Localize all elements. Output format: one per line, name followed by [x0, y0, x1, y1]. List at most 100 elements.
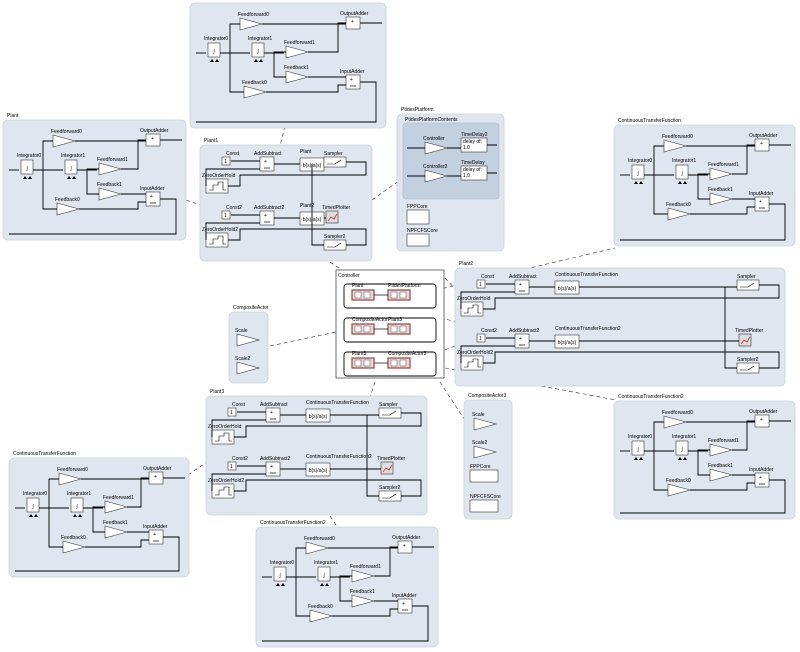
integral-icon: ∫ [322, 573, 325, 579]
zero-order-hold-block[interactable] [211, 429, 235, 445]
panel-continuoustransferfunction2[interactable]: ContinuousTransferFunction2Feedforward0∫… [255, 520, 439, 648]
integrator-block[interactable] [631, 164, 645, 180]
transfer-function-block[interactable] [305, 462, 331, 477]
transfer-function-block[interactable] [554, 280, 580, 295]
adder-block[interactable] [145, 191, 161, 207]
timed-plotter-block[interactable] [738, 333, 752, 347]
zero-order-hold-block[interactable] [205, 232, 229, 248]
adder-block[interactable] [265, 407, 281, 423]
const-block[interactable] [227, 407, 237, 417]
adder-block[interactable] [754, 472, 770, 488]
panel-plant2[interactable]: Plant2Feedforward0∫Integrator0∫Integrato… [189, 0, 387, 129]
plus-sign: + [759, 199, 762, 205]
fppcore-block[interactable] [469, 469, 499, 483]
const-block[interactable] [476, 279, 486, 289]
adder-block[interactable] [754, 196, 770, 212]
transfer-function-block[interactable] [554, 334, 580, 349]
integrator-block[interactable] [675, 440, 689, 456]
gain-label: Feedback1 [97, 182, 122, 188]
adder-block[interactable] [148, 529, 164, 545]
panel-title: Plant1 [204, 138, 218, 144]
panel-continuoustransferfunction2[interactable]: ContinuousTransferFunction2Feedforward0∫… [613, 394, 796, 520]
const-label: Const [226, 151, 240, 157]
integral-icon: ∫ [256, 49, 259, 55]
sampler-block[interactable] [736, 279, 760, 291]
sampler-label: Sampler2 [324, 234, 346, 240]
adder-block[interactable] [259, 156, 275, 172]
gain-block[interactable] [473, 417, 498, 431]
wire [366, 415, 379, 497]
gain-block[interactable] [236, 361, 261, 375]
switch-icon [327, 159, 342, 165]
integrator-block[interactable] [64, 159, 78, 175]
integrator-block[interactable] [631, 440, 645, 456]
panel-background [199, 144, 373, 262]
panel-continuoustransferfunction[interactable]: ContinuousTransferFunctionFeedforward0∫I… [8, 451, 190, 578]
gain-label: Feedback0 [242, 80, 267, 86]
sampler-block[interactable] [323, 156, 347, 168]
sampler-block[interactable] [323, 239, 347, 251]
wire [620, 203, 786, 241]
sampler-label: Sampler [379, 402, 398, 408]
zoh-label: ZeroOrderHold2 [202, 227, 238, 233]
integrator-block[interactable] [273, 566, 287, 582]
gain-label: Feedback0 [55, 197, 80, 203]
integral-icon: ∫ [636, 447, 639, 453]
panel-ptidesplatform[interactable]: PtidesPlatformPtidesPlatformContentsCont… [396, 107, 505, 252]
wire [295, 547, 306, 577]
integrator-block[interactable] [317, 566, 331, 582]
sampler-block[interactable] [736, 362, 760, 374]
wire [121, 139, 146, 170]
plus-sign: + [402, 601, 405, 607]
transfer-function-text: b(s)/a(s) [309, 414, 328, 420]
panel-continuoustransferfunction[interactable]: ContinuousTransferFunctionFeedforward0∫I… [613, 118, 796, 247]
transfer-function-block[interactable] [305, 408, 331, 423]
const-block[interactable] [227, 461, 237, 471]
port-triangle-icon [325, 583, 329, 586]
npfcfscore-block[interactable] [406, 233, 430, 247]
adder-block[interactable] [514, 333, 530, 349]
const-block[interactable] [476, 333, 486, 343]
transfer-function-text: b(s)/a(s) [558, 286, 577, 292]
integrator-block[interactable] [207, 42, 221, 58]
switch-icon [740, 365, 755, 371]
tf-label: ContinuousTransferFunction2 [306, 454, 372, 460]
gain-block[interactable] [236, 333, 261, 347]
gain-block[interactable] [473, 445, 498, 459]
adder-block[interactable] [265, 461, 281, 477]
plus-sign: + [759, 475, 762, 481]
timed-plotter-block[interactable] [325, 210, 339, 224]
zero-order-hold-block[interactable] [460, 301, 484, 317]
adder-block[interactable] [514, 279, 530, 295]
adder-block[interactable] [345, 74, 361, 90]
zero-order-hold-block[interactable] [460, 355, 484, 371]
npfcfscore-block[interactable] [469, 499, 499, 513]
integrator-label: Integrator0 [270, 560, 294, 566]
subsystem-label: Plant3 [352, 351, 366, 357]
zero-order-hold-block[interactable] [211, 483, 235, 499]
integrator-block[interactable] [26, 497, 40, 513]
integrator-block[interactable] [70, 497, 84, 513]
integrator-block[interactable] [251, 42, 265, 58]
fppcore-block[interactable] [406, 209, 430, 225]
adder-block[interactable] [259, 210, 275, 226]
sampler-block[interactable] [378, 490, 402, 502]
integrator-block[interactable] [675, 164, 689, 180]
sampler-label: Sampler2 [737, 357, 759, 363]
timed-plotter-block[interactable] [380, 461, 394, 475]
port-triangle-icon [683, 457, 687, 460]
zero-order-hold-block[interactable] [205, 178, 229, 194]
const-block[interactable] [221, 210, 231, 220]
const-block[interactable] [221, 156, 231, 166]
integrator-block[interactable] [20, 159, 34, 175]
sampler-block[interactable] [378, 407, 402, 419]
panel-plant[interactable]: PlantFeedforward0∫Integrator0∫Integrator… [2, 113, 187, 241]
panel-compositeactor3[interactable]: CompositeActor3ScaleScale2FPPCoreNPFCFSC… [463, 393, 513, 520]
adder-block[interactable] [397, 598, 413, 614]
gain-label: Feedforward1 [103, 495, 134, 501]
